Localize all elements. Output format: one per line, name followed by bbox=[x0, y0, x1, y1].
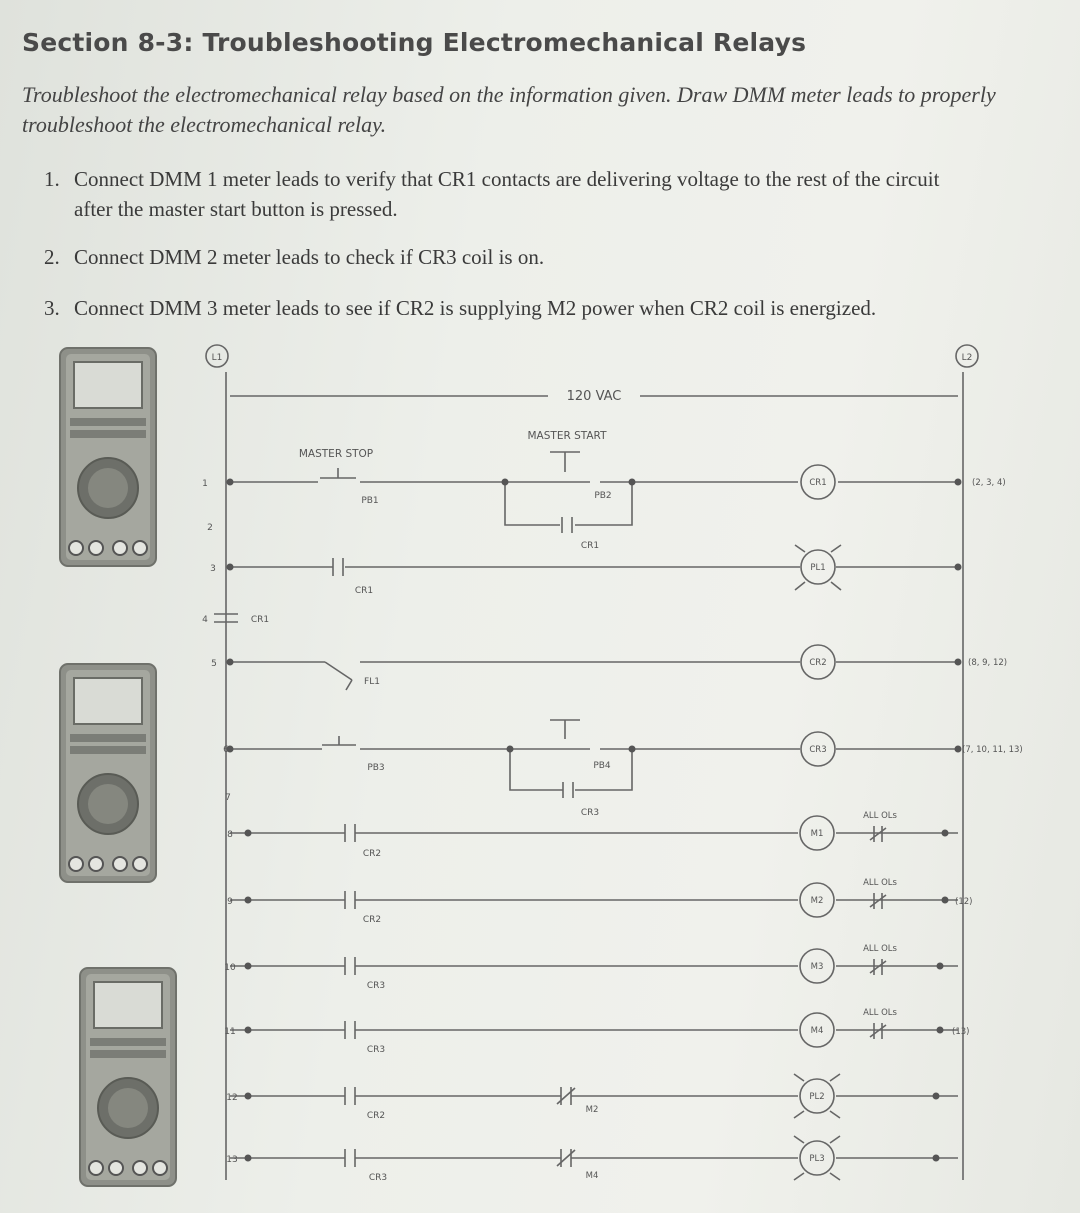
cross-ref-label: (13) bbox=[952, 1027, 969, 1037]
nc-contact-label: M4 bbox=[586, 1171, 599, 1181]
question-3: 3. Connect DMM 3 meter leads to see if CR… bbox=[44, 293, 876, 323]
dmm-2-meter[interactable] bbox=[59, 663, 157, 883]
cross-ref-label: (8, 9, 12) bbox=[968, 658, 1007, 668]
rung-number: 12 bbox=[226, 1093, 237, 1103]
overload-label: ALL OLs bbox=[863, 878, 897, 888]
dmm-1-meter[interactable] bbox=[59, 347, 157, 567]
pilot-light-label: PL3 bbox=[809, 1154, 824, 1164]
motor-label: M3 bbox=[811, 962, 824, 972]
question-2-text: Connect DMM 2 meter leads to check if CR… bbox=[74, 245, 545, 269]
cross-ref-label: (12) bbox=[955, 897, 972, 907]
question-1: 1. Connect DMM 1 meter leads to verify th… bbox=[44, 164, 1074, 224]
instructions-text: Troubleshoot the electromechanical relay… bbox=[22, 82, 996, 137]
contact-label: CR1 bbox=[251, 615, 269, 625]
contact-label: CR3 bbox=[581, 808, 599, 818]
contact-label: CR2 bbox=[367, 1111, 385, 1121]
master-start-label: MASTER START bbox=[528, 430, 608, 442]
question-2: 2. Connect DMM 2 meter leads to check if … bbox=[44, 242, 544, 272]
rung-number: 13 bbox=[226, 1155, 237, 1165]
rung-number: 2 bbox=[207, 523, 213, 533]
question-1-line1: Connect DMM 1 meter leads to verify that… bbox=[74, 167, 940, 191]
l1-label: L1 bbox=[212, 353, 223, 363]
pilot-light-label: PL1 bbox=[810, 563, 825, 573]
pb3-label: PB3 bbox=[367, 763, 384, 773]
contact-label: CR1 bbox=[355, 586, 373, 596]
overload-label: ALL OLs bbox=[863, 1008, 897, 1018]
question-1-number: 1. bbox=[44, 167, 60, 191]
question-3-number: 3. bbox=[44, 296, 60, 320]
rung-number: 1 bbox=[202, 479, 208, 489]
rung-number: 8 bbox=[227, 830, 233, 840]
rung-number: 5 bbox=[211, 659, 217, 669]
contact-label: CR2 bbox=[363, 915, 381, 925]
contact-label: CR1 bbox=[581, 541, 599, 551]
coil-label: CR3 bbox=[809, 745, 826, 755]
motor-label: M2 bbox=[811, 896, 824, 906]
question-3-text: Connect DMM 3 meter leads to see if CR2 … bbox=[74, 296, 877, 320]
rung-number: 6 bbox=[223, 745, 229, 755]
contact-label: CR2 bbox=[363, 849, 381, 859]
question-1-line2: after the master start button is pressed… bbox=[74, 197, 398, 221]
nc-contact-label: M2 bbox=[586, 1105, 599, 1115]
rung-number: 7 bbox=[225, 793, 231, 803]
fl1-label: FL1 bbox=[364, 677, 380, 687]
master-stop-label: MASTER STOP bbox=[299, 448, 373, 460]
pilot-light-label: PL2 bbox=[809, 1092, 824, 1102]
pb2-label: PB2 bbox=[594, 491, 611, 501]
rung-number: 4 bbox=[202, 615, 208, 625]
overload-label: ALL OLs bbox=[863, 811, 897, 821]
motor-label: M4 bbox=[811, 1026, 824, 1036]
coil-label: CR2 bbox=[809, 658, 826, 668]
contact-label: CR3 bbox=[367, 1045, 385, 1055]
l2-label: L2 bbox=[962, 353, 973, 363]
rung-number: 9 bbox=[227, 897, 233, 907]
contact-label: CR3 bbox=[367, 981, 385, 991]
voltage-label: 120 VAC bbox=[567, 389, 622, 404]
dmm-3-meter[interactable] bbox=[79, 967, 177, 1187]
cross-ref-label: (2, 3, 4) bbox=[972, 478, 1006, 488]
pb1-label: PB1 bbox=[361, 496, 378, 506]
question-2-number: 2. bbox=[44, 245, 60, 269]
rung-number: 3 bbox=[210, 564, 216, 574]
motor-label: M1 bbox=[811, 829, 824, 839]
contact-label: CR3 bbox=[369, 1173, 387, 1183]
rung-number: 11 bbox=[224, 1027, 235, 1037]
cross-ref-label: (7, 10, 11, 13) bbox=[962, 745, 1023, 755]
pb4-label: PB4 bbox=[593, 761, 611, 771]
section-title: Section 8-3: Troubleshooting Electromech… bbox=[22, 28, 807, 57]
rung-number: 10 bbox=[224, 963, 236, 973]
coil-label: CR1 bbox=[809, 478, 826, 488]
overload-label: ALL OLs bbox=[863, 944, 897, 954]
